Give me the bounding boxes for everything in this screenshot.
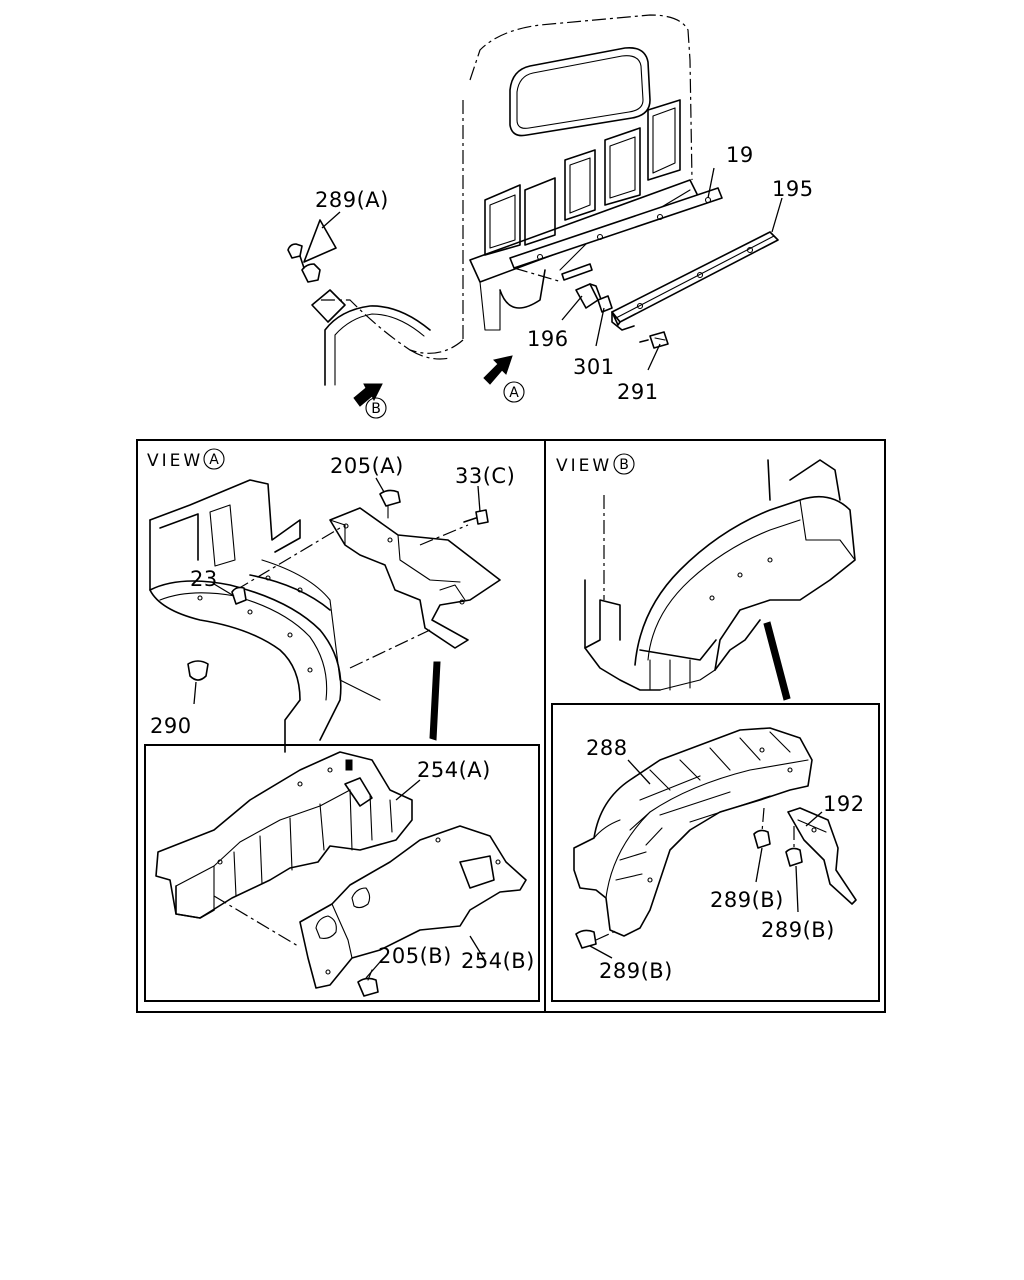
view-arrow-a: A — [483, 355, 525, 403]
callout-289b-1: 289(B) — [710, 888, 784, 912]
view-a-wheelhouse — [149, 479, 501, 753]
callout-254b: 254(B) — [461, 949, 535, 973]
clip-289a-top — [287, 219, 337, 283]
callout-205a: 205(A) — [330, 454, 404, 478]
inset-frame-a — [144, 744, 540, 1002]
callout-196: 196 — [527, 327, 569, 351]
leader-lines-top — [321, 167, 783, 371]
detail-frame-outer — [136, 439, 886, 1013]
leader-lines-inset-b — [589, 759, 823, 959]
fastener-196 — [575, 283, 603, 309]
callout-289b-2: 289(B) — [761, 918, 835, 942]
callout-254a: 254(A) — [417, 758, 491, 782]
callout-205b: 205(B) — [378, 944, 452, 968]
callout-33c: 33(C) — [455, 464, 515, 488]
view-b-label: VIEW — [556, 456, 612, 476]
inset-frame-b — [551, 703, 880, 1002]
arrow-b-letter: B — [371, 401, 381, 417]
callout-301: 301 — [573, 355, 615, 379]
view-b-wheelhouse — [584, 459, 856, 701]
callout-290: 290 — [150, 714, 192, 738]
leader-lines-inset-a — [365, 779, 487, 979]
part-19-strip — [509, 187, 723, 283]
view-a-label: VIEW — [147, 451, 203, 471]
leader-lines-view-a — [193, 477, 481, 705]
inset-a-brackets — [155, 751, 527, 997]
fastener-301 — [597, 295, 613, 313]
callout-192: 192 — [823, 792, 865, 816]
screw-291 — [639, 331, 669, 349]
view-b-letter: B — [619, 457, 629, 473]
callout-288: 288 — [586, 736, 628, 760]
view-a-letter: A — [209, 452, 219, 468]
callout-23: 23 — [190, 567, 218, 591]
callout-289a-top: 289(A) — [315, 188, 389, 212]
inset-b-liner-288 — [573, 727, 857, 949]
callout-289b-3: 289(B) — [599, 959, 673, 983]
part-195-rail — [611, 231, 779, 331]
arrow-a-letter: A — [509, 385, 519, 401]
view-arrow-b: B — [353, 383, 387, 419]
callout-19: 19 — [726, 143, 754, 167]
callout-291: 291 — [617, 380, 659, 404]
callout-195: 195 — [772, 177, 814, 201]
